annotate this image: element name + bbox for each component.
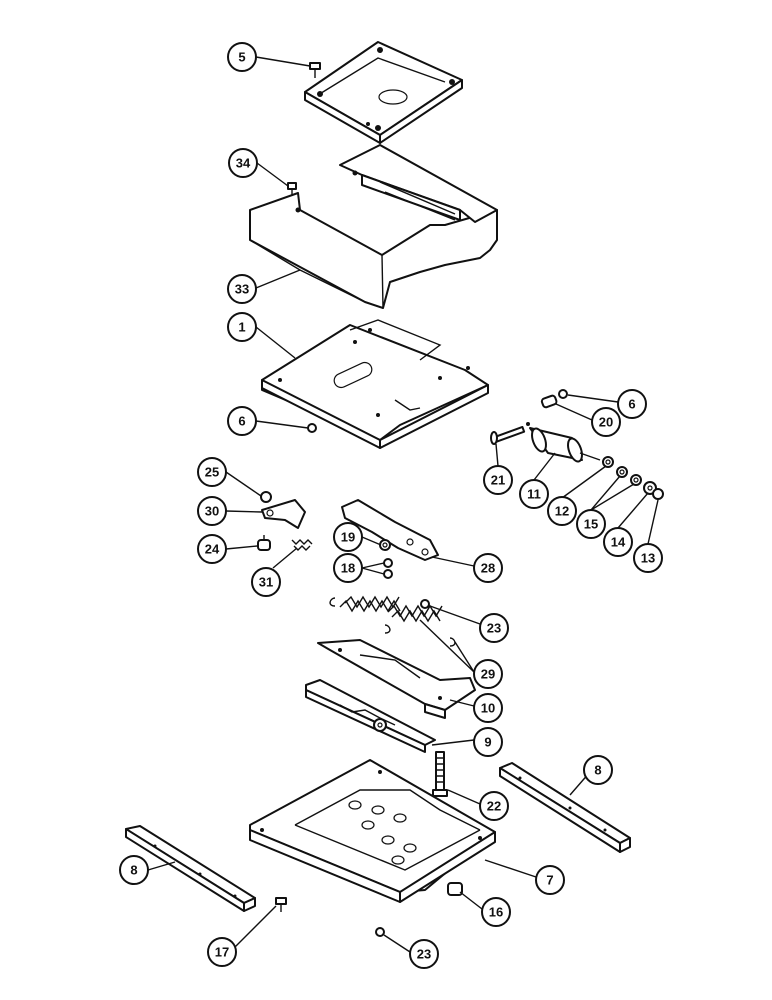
nut-25[interactable] xyxy=(260,491,272,503)
spring-31[interactable] xyxy=(291,539,313,551)
seat-base-plate[interactable] xyxy=(261,319,489,449)
seat-base-frame-7[interactable] xyxy=(249,759,496,903)
callout-12: 12 xyxy=(547,496,577,526)
nut-18[interactable] xyxy=(383,558,393,579)
callout-33-label: 33 xyxy=(235,282,249,297)
callout-34: 34 xyxy=(228,148,258,178)
runner-8-left[interactable] xyxy=(125,825,256,912)
callout-22-label: 22 xyxy=(487,799,501,814)
callout-12-label: 12 xyxy=(555,504,569,519)
knob-24[interactable] xyxy=(257,535,271,551)
callout-13: 13 xyxy=(633,543,663,573)
callout-11: 11 xyxy=(519,479,549,509)
callout-8-left: 8 xyxy=(119,855,149,885)
top-mounting-plate[interactable] xyxy=(304,41,463,144)
callout-24: 24 xyxy=(197,534,227,564)
callout-21-label: 21 xyxy=(491,473,505,488)
callout-9: 9 xyxy=(473,727,503,757)
callout-6-upper: 6 xyxy=(617,389,647,419)
callout-7: 7 xyxy=(535,865,565,895)
washer-15[interactable] xyxy=(616,466,642,486)
callout-5-label: 5 xyxy=(238,50,245,65)
callout-17: 17 xyxy=(207,937,237,967)
pin-20[interactable] xyxy=(540,394,558,409)
callout-29: 29 xyxy=(473,659,503,689)
callout-23-upper-label: 23 xyxy=(487,621,501,636)
nut-23-upper[interactable] xyxy=(420,599,430,609)
callout-28: 28 xyxy=(473,553,503,583)
callout-23-lower-label: 23 xyxy=(417,947,431,962)
callout-17-label: 17 xyxy=(215,945,229,960)
callout-7-label: 7 xyxy=(546,873,553,888)
bolt-5[interactable] xyxy=(309,62,321,78)
callout-34-label: 34 xyxy=(236,156,251,171)
callout-30-label: 30 xyxy=(205,504,219,519)
callout-8-left-label: 8 xyxy=(130,863,137,878)
pin-21[interactable] xyxy=(490,425,526,445)
callout-22: 22 xyxy=(479,791,509,821)
callout-23-lower: 23 xyxy=(409,939,439,969)
callout-25-label: 25 xyxy=(205,465,219,480)
callout-28-label: 28 xyxy=(481,561,495,576)
callout-21: 21 xyxy=(483,465,513,495)
callout-31-label: 31 xyxy=(259,575,273,590)
callout-24-label: 24 xyxy=(205,542,220,557)
callout-6-lower: 6 xyxy=(227,406,257,436)
bolt-22[interactable] xyxy=(432,751,448,797)
springs-29[interactable] xyxy=(329,595,456,647)
callout-8-right: 8 xyxy=(583,755,613,785)
callout-16-label: 16 xyxy=(489,905,503,920)
nut-6-upper[interactable] xyxy=(558,389,568,399)
callout-16: 16 xyxy=(481,897,511,927)
screw-17[interactable] xyxy=(275,897,287,912)
callout-18-label: 18 xyxy=(341,561,355,576)
washer-19[interactable] xyxy=(379,539,391,551)
cap-16[interactable] xyxy=(447,882,463,896)
callout-30: 30 xyxy=(197,496,227,526)
callout-5: 5 xyxy=(227,42,257,72)
lever-30[interactable] xyxy=(261,499,306,529)
callout-11-label: 11 xyxy=(527,487,541,502)
callout-1: 1 xyxy=(227,312,257,342)
callout-31: 31 xyxy=(251,567,281,597)
runner-8-right[interactable] xyxy=(499,762,631,853)
callout-25: 25 xyxy=(197,457,227,487)
callout-15: 15 xyxy=(576,509,606,539)
callout-10: 10 xyxy=(473,693,503,723)
nut-23-lower[interactable] xyxy=(375,927,385,937)
callout-14-label: 14 xyxy=(611,535,626,550)
callout-23-upper: 23 xyxy=(479,613,509,643)
callout-6-lower-label: 6 xyxy=(238,414,245,429)
callout-14: 14 xyxy=(603,527,633,557)
callout-20: 20 xyxy=(591,407,621,437)
callout-20-label: 20 xyxy=(599,415,613,430)
nut-6-lower[interactable] xyxy=(307,423,317,433)
callout-13-label: 13 xyxy=(641,551,655,566)
nut-13[interactable] xyxy=(652,488,664,500)
leader-lines xyxy=(147,56,659,953)
callout-33: 33 xyxy=(227,274,257,304)
callout-10-label: 10 xyxy=(481,701,495,716)
washer-12[interactable] xyxy=(602,456,614,468)
seat-cushion-frame[interactable] xyxy=(249,144,498,309)
bracket-10[interactable] xyxy=(317,639,476,719)
callout-8-right-label: 8 xyxy=(594,763,601,778)
slide-rail-9[interactable] xyxy=(305,679,436,753)
callout-15-label: 15 xyxy=(584,517,598,532)
callout-19-label: 19 xyxy=(341,530,355,545)
gas-strut-11[interactable] xyxy=(526,422,601,463)
callout-6-upper-label: 6 xyxy=(628,397,635,412)
callout-29-label: 29 xyxy=(481,667,495,682)
callout-9-label: 9 xyxy=(484,735,491,750)
callout-18: 18 xyxy=(333,553,363,583)
callout-19: 19 xyxy=(333,522,363,552)
callout-1-label: 1 xyxy=(238,320,245,335)
adjust-lever-28[interactable] xyxy=(341,499,439,561)
